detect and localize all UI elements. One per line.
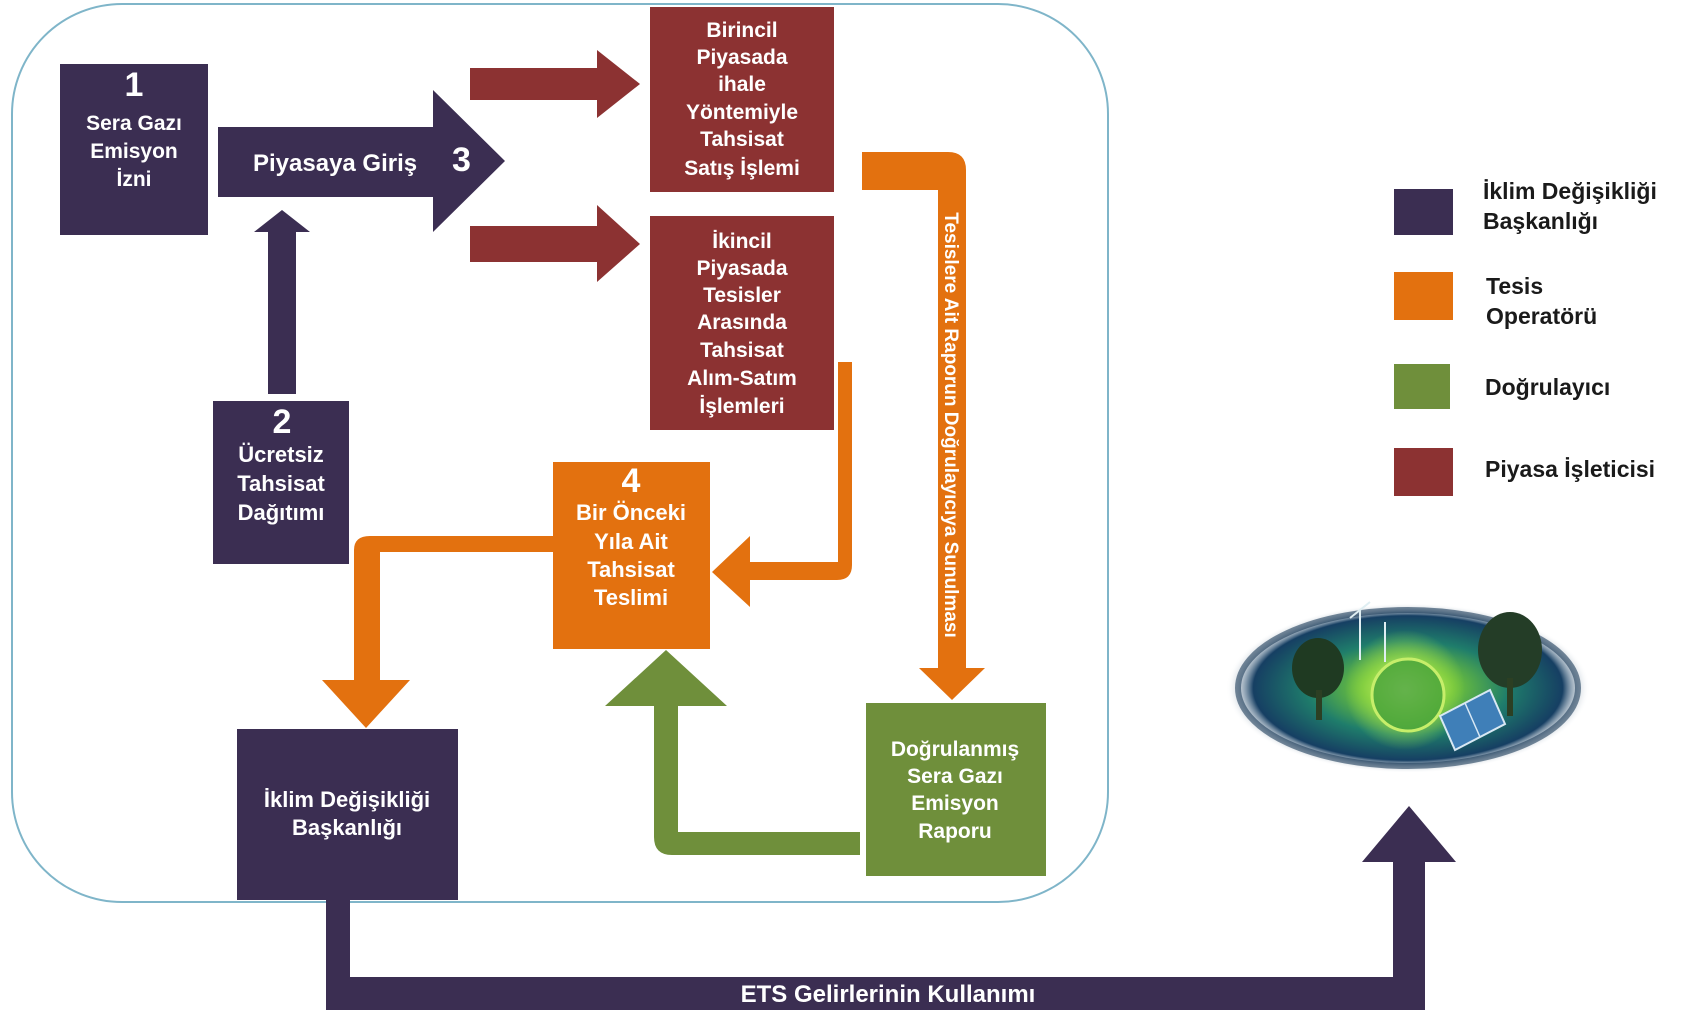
primary-market-line-1: Birincil bbox=[706, 19, 777, 42]
free-allocation-up-arrow bbox=[254, 210, 310, 394]
verified-report-line-1: Doğrulanmış bbox=[891, 738, 1019, 761]
legend-swatch-ministry bbox=[1394, 189, 1453, 235]
verified-report-text: Doğrulanmış Sera Gazı Emisyon Raporu bbox=[891, 738, 1019, 843]
ets-revenue-label: ETS Gelirlerinin Kullanımı bbox=[741, 981, 1036, 1008]
process-frame bbox=[11, 3, 1109, 903]
surrender-to-ministry-arrow bbox=[322, 536, 553, 728]
ministry-line-2: Başkanlığı bbox=[292, 815, 402, 840]
secondary-market-line-3: Tesisler bbox=[703, 284, 781, 307]
secondary-market-line-4: Arasında bbox=[697, 311, 787, 334]
legend-label-market-operator: Piyasa İşleticisi bbox=[1485, 456, 1655, 482]
box-number: 1 bbox=[125, 66, 144, 104]
ets-revenue-arrow bbox=[326, 806, 1456, 1010]
surrender-text: 4 Bir Önceki Yıla Ait Tahsisat Teslimi bbox=[576, 462, 686, 610]
secondary-market-line-2: Piyasada bbox=[696, 257, 787, 280]
primary-market-line-5: Tahsisat bbox=[700, 128, 784, 151]
box-number: 2 bbox=[273, 403, 292, 441]
legend-label-ministry-line-2: Başkanlığı bbox=[1483, 208, 1598, 234]
free-allocation-line-3: Dağıtımı bbox=[238, 500, 325, 525]
market-entry-label: Piyasaya Giriş bbox=[253, 150, 417, 177]
legend: İklim Değişikliği Başkanlığı Tesis Opera… bbox=[1394, 178, 1657, 496]
market-entry-arrow bbox=[218, 90, 505, 232]
free-allocation-box bbox=[213, 401, 349, 564]
emission-permit-text: 1 Sera Gazı Emisyon İzni bbox=[86, 66, 182, 191]
free-allocation-text: 2 Ücretsiz Tahsisat Dağıtımı bbox=[237, 403, 325, 525]
primary-market-text: Birincil Piyasada ihale Yöntemiyle Tahsi… bbox=[684, 19, 800, 180]
free-allocation-line-1: Ücretsiz bbox=[238, 442, 324, 467]
secondary-market-line-7: İşlemleri bbox=[699, 395, 784, 418]
secondary-market-line-6: Alım-Satım bbox=[687, 367, 797, 390]
surrender-box bbox=[553, 462, 710, 649]
surrender-line-2: Yıla Ait bbox=[594, 529, 668, 554]
legend-label-operator-line-2: Operatörü bbox=[1486, 303, 1597, 329]
secondary-market-line-5: Tahsisat bbox=[700, 339, 784, 362]
ministry-text: İklim Değişikliği Başkanlığı bbox=[264, 787, 430, 840]
free-allocation-line-2: Tahsisat bbox=[237, 471, 325, 496]
verified-report-line-2: Sera Gazı bbox=[907, 765, 1003, 788]
legend-swatch-verifier bbox=[1394, 364, 1450, 409]
secondary-market-text: İkincil Piyasada Tesisler Arasında Tahsi… bbox=[687, 230, 797, 418]
market-entry-text: Piyasaya Giriş 3 bbox=[253, 141, 471, 179]
primary-market-line-4: Yöntemiyle bbox=[686, 101, 798, 124]
primary-market-box bbox=[650, 7, 834, 192]
emission-permit-line-3: İzni bbox=[117, 168, 152, 191]
legend-swatch-market-operator bbox=[1394, 448, 1453, 496]
primary-market-line-6: Satış İşlemi bbox=[684, 157, 800, 180]
box-number: 3 bbox=[452, 141, 471, 179]
emission-permit-line-1: Sera Gazı bbox=[86, 112, 182, 135]
verified-report-box bbox=[866, 703, 1046, 876]
report-submission-arrow bbox=[862, 152, 985, 700]
legend-label-ministry-line-1: İklim Değişikliği bbox=[1483, 178, 1657, 204]
box-number: 4 bbox=[622, 462, 641, 500]
report-submission-label: Tesislere Ait Raporun Doğrulayıcıya Sunu… bbox=[940, 212, 961, 638]
primary-market-line-3: ihale bbox=[718, 73, 766, 96]
legend-label-verifier: Doğrulayıcı bbox=[1485, 374, 1610, 400]
surrender-line-3: Tahsisat bbox=[587, 557, 675, 582]
secondary-market-arrow bbox=[470, 205, 640, 282]
verified-report-line-4: Raporu bbox=[918, 820, 992, 843]
climate-globe-image bbox=[1226, 601, 1590, 773]
primary-market-line-2: Piyasada bbox=[696, 46, 787, 69]
legend-label-operator-line-1: Tesis bbox=[1486, 273, 1543, 299]
ministry-box bbox=[237, 729, 458, 900]
emission-permit-box bbox=[60, 64, 208, 235]
surrender-line-4: Teslimi bbox=[594, 585, 668, 610]
primary-market-arrow bbox=[470, 50, 640, 118]
emission-permit-line-2: Emisyon bbox=[90, 140, 178, 163]
surrender-line-1: Bir Önceki bbox=[576, 500, 686, 525]
secondary-to-surrender-arrow bbox=[712, 362, 852, 607]
verified-report-line-3: Emisyon bbox=[911, 792, 999, 815]
secondary-market-line-1: İkincil bbox=[712, 230, 772, 253]
secondary-market-box bbox=[650, 216, 834, 430]
verified-to-surrender-arrow bbox=[605, 650, 860, 855]
ministry-line-1: İklim Değişikliği bbox=[264, 787, 430, 812]
legend-swatch-operator bbox=[1394, 272, 1453, 320]
